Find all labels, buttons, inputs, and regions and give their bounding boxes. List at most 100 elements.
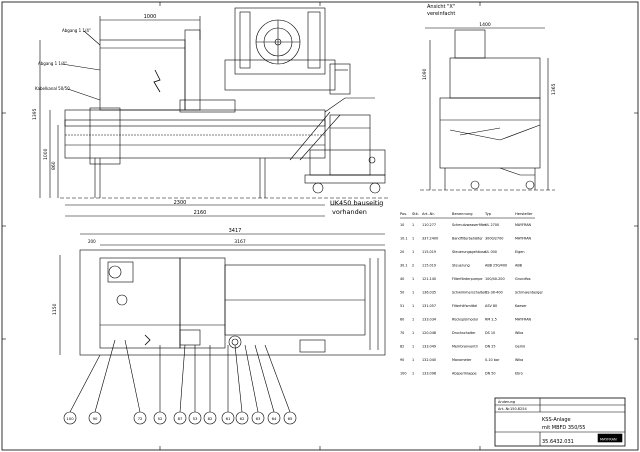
parts-cell: DN 50 [485,372,496,376]
side-dim-right: 1365 [551,83,557,95]
balloon: 90 [88,339,116,425]
parts-cell: 1 [412,372,414,376]
balloon: 87 [173,344,187,425]
parts-cell: 20 [400,250,404,254]
parts-cell: MAYFRAN [515,237,532,241]
dim-bottom-width: 2300 [174,200,187,206]
svg-text:90: 90 [93,416,98,421]
parts-cell: Wika [515,358,523,362]
parts-cell: 1 [412,304,414,308]
svg-text:52: 52 [158,416,163,421]
title-subtitle: mit MBFD 350/55 [542,425,585,431]
svg-text:72: 72 [138,416,143,421]
parts-cell: 40 [400,277,404,281]
parts-cell: BS-3X-400 [485,291,503,295]
parts-cell: 60 [400,318,404,322]
svg-text:82: 82 [208,416,213,421]
plan-view: 3417 3167 200 1150 [52,228,386,356]
balloon: 65 [264,344,297,425]
parts-cell: Wika [515,331,523,335]
parts-cell: Filterförderpumpe [452,277,482,281]
svg-text:63: 63 [256,416,261,421]
uk450-note-line2: vorhanden [332,208,367,216]
balloon: 53 [188,345,202,425]
title-number: 35.6432.031 [542,439,574,445]
parts-header-maker: Hersteller [515,212,533,216]
parts-cell: 110.277 [422,223,436,227]
balloon: 52 [153,345,167,425]
title-revision: Änderung [498,399,515,404]
parts-cell: ABB [515,264,523,268]
parts-cell: 1 [412,291,414,295]
parts-cell: Kaeser [515,304,527,308]
company-logo: MAYFRAN [600,438,617,442]
dim-height-2: 1000 [43,148,49,160]
parts-cell: 115.019 [422,250,436,254]
parts-cell: 2 [412,264,414,268]
parts-cell: Steuerungsgehäuse [452,250,486,254]
parts-cell: 100/40-200 [485,277,505,281]
parts-cell: 1 [412,223,414,227]
parts-cell: ABB 250/400 [485,264,507,268]
parts-cell: Membranventil [452,345,478,349]
svg-text:62: 62 [240,416,245,421]
balloon: 63 [244,344,265,425]
svg-text:87: 87 [178,416,183,421]
parts-cell: 1 [412,250,414,254]
svg-text:100: 100 [66,416,74,421]
parts-cell: 136.035 [422,291,436,295]
view-x-subtitle: vereinfacht [427,11,455,17]
title-drawing-number: 150.8254 [510,407,527,411]
parts-header-name: Benennung [452,212,473,216]
parts-cell: 70 [400,331,404,335]
parts-cell: DS 10 [485,331,495,335]
parts-cell: 100 [400,372,406,376]
parts-cell: MAYFRAN [515,318,532,322]
title-block: Änderung Art.-Nr. 150.8254 KSS-Anlage mi… [494,397,626,447]
svg-text:61: 61 [226,416,231,421]
parts-cell: 1 [412,345,414,349]
parts-cell: 133.034 [422,318,436,322]
dim-height-3: 860 [51,161,57,170]
svg-text:53: 53 [193,416,198,421]
parts-cell: MAYFRAN [515,223,532,227]
side-dim-left: 1090 [422,68,428,80]
parts-cell: 1 [412,318,414,322]
parts-cell: 121.140 [422,277,436,281]
svg-text:64: 64 [272,416,277,421]
parts-list: Pos. Stk. Art.-Nr. Benennung Typ Herstel… [400,212,535,219]
parts-cell: Schmalenberger [515,291,544,295]
plan-dim-offset: 200 [88,239,96,244]
view-x-title: Ansicht "X" [427,4,455,10]
uk450-note-line1: UK450 bauseitig [330,199,383,207]
balloon: 61 [221,345,235,425]
parts-cell: Ebro [515,372,523,376]
balloon: 100 [63,354,101,425]
parts-cell: 10 [400,223,404,227]
parts-cell: UL 2700 [485,223,499,227]
parts-cell: Steuerung [452,264,470,268]
svg-text:65: 65 [288,416,293,421]
parts-cell: Grundfos [515,277,531,281]
title-main: KSS-Anlage [542,417,571,423]
plan-dim-height: 1150 [52,303,58,315]
plan-dim-inner: 3167 [234,239,246,245]
balloon: 64 [254,344,281,425]
parts-header-typ: Typ [484,212,492,216]
label-abgang-1: Abgang 1 1/4" [62,28,91,33]
parts-cell: 132.040 [422,358,436,362]
parts-cell: 115.019 [422,264,436,268]
balloon: 62 [234,344,249,425]
front-view: 1000 [32,7,390,217]
parts-cell: 10.1 [400,237,408,241]
side-view: Ansicht "X" vereinfacht 1400 1090 1365 [420,4,557,191]
